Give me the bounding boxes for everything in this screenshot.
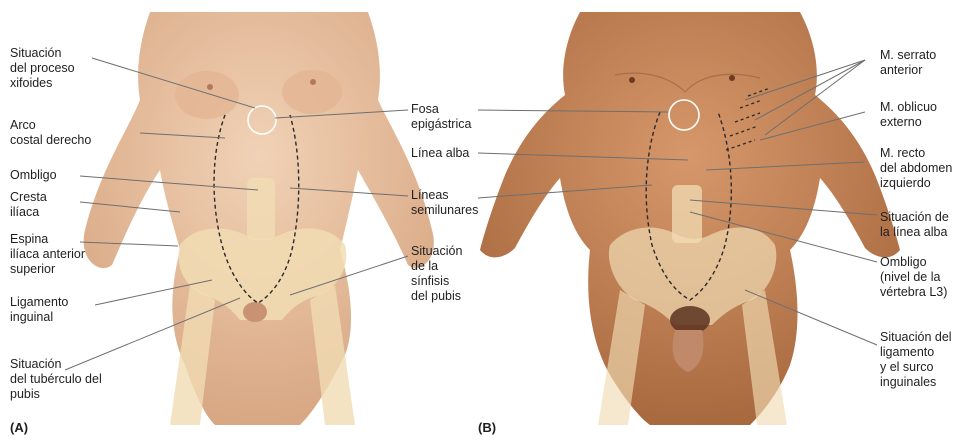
female-torso — [65, 12, 434, 425]
label-espina-iliaca: Espina ilíaca anterior superior — [10, 232, 85, 277]
label-ombligo-b: Ombligo (nivel de la vértebra L3) — [880, 255, 947, 300]
label-oblicuo-externo: M. oblicuo externo — [880, 100, 937, 130]
breast-left — [282, 70, 342, 114]
label-ombligo-a: Ombligo — [10, 168, 57, 183]
label-cresta-iliaca: Cresta ilíaca — [10, 190, 47, 220]
pubis — [243, 302, 267, 322]
panel-letter-a: (A) — [10, 420, 28, 435]
spine — [247, 178, 275, 240]
label-fosa-epigastrica: Fosa epigástrica — [411, 102, 471, 132]
label-linea-alba: Línea alba — [411, 146, 469, 161]
label-lineas-semilunares: Líneas semilunares — [411, 188, 478, 218]
label-recto-abdomen: M. recto del abdomen izquierdo — [880, 146, 952, 191]
label-sinfisis-pubis: Situación de la sínfisis del pubis — [411, 244, 462, 304]
nipple — [629, 77, 635, 83]
label-serrato-anterior: M. serrato anterior — [880, 48, 936, 78]
male-torso — [478, 12, 900, 425]
breast-right — [175, 71, 239, 119]
label-arco-costal: Arco costal derecho — [10, 118, 91, 148]
label-ligamento-inguinal: Ligamento inguinal — [10, 295, 68, 325]
nipple — [310, 79, 316, 85]
label-situacion-ligamento: Situación del ligamento y el surco ingui… — [880, 330, 952, 390]
pubic-hair — [670, 306, 710, 334]
nipple — [729, 75, 735, 81]
panel-letter-b: (B) — [478, 420, 496, 435]
label-tuberculo-pubis: Situación del tubérculo del pubis — [10, 357, 102, 402]
label-situacion-linea-alba: Situación de la línea alba — [880, 210, 949, 240]
label-xifoides: Situación del proceso xifoides — [10, 46, 75, 91]
nipple — [207, 84, 213, 90]
